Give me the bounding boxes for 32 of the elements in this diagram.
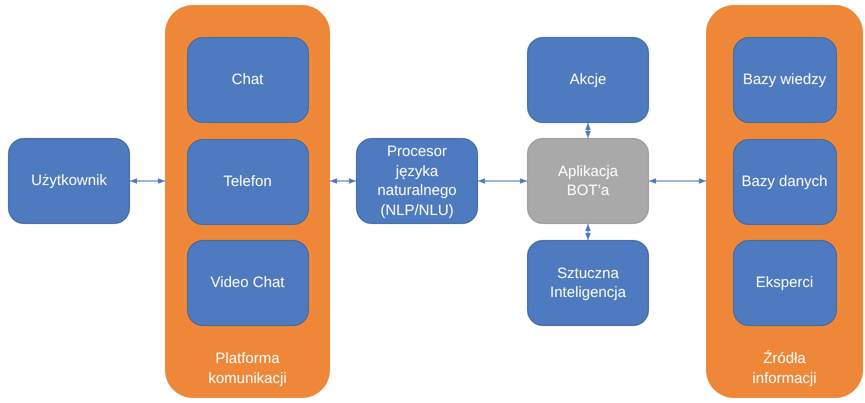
process-box	[527, 240, 649, 326]
arrow	[648, 178, 706, 184]
box-label: Aplikacja BOT’a	[556, 162, 620, 200]
process-box	[186, 138, 308, 224]
box-label: Telefon	[222, 172, 273, 192]
arrow	[130, 178, 166, 184]
box-label: Bazy wiedzy	[742, 70, 828, 90]
process-box	[186, 240, 308, 326]
box-label: Eksperci	[754, 273, 814, 293]
box-label: Video Chat	[210, 273, 286, 293]
box-label: Źródła informacji	[751, 349, 818, 388]
process-box	[527, 138, 649, 224]
process-box	[732, 240, 836, 326]
process-box	[732, 138, 836, 224]
box-label: Użytkownik	[30, 171, 108, 191]
process-box	[527, 37, 649, 123]
box-label: Platforma komunikacji	[207, 349, 288, 388]
arrow	[585, 122, 591, 138]
box-label: Sztuczna Inteligencja	[549, 264, 627, 302]
box-label: Procesor języka naturalnego (NLP/NLU)	[376, 142, 458, 220]
group-panel	[165, 5, 330, 398]
arrow	[478, 178, 528, 184]
box-label: Chat	[230, 70, 264, 90]
process-box	[8, 138, 130, 224]
arrow	[585, 224, 591, 240]
process-box	[732, 37, 836, 123]
box-label: Akcje	[568, 70, 608, 90]
box-label: Bazy danych	[740, 172, 828, 192]
group-panel	[706, 5, 863, 398]
process-box	[356, 138, 478, 224]
process-box	[186, 37, 308, 123]
arrow	[330, 178, 356, 184]
